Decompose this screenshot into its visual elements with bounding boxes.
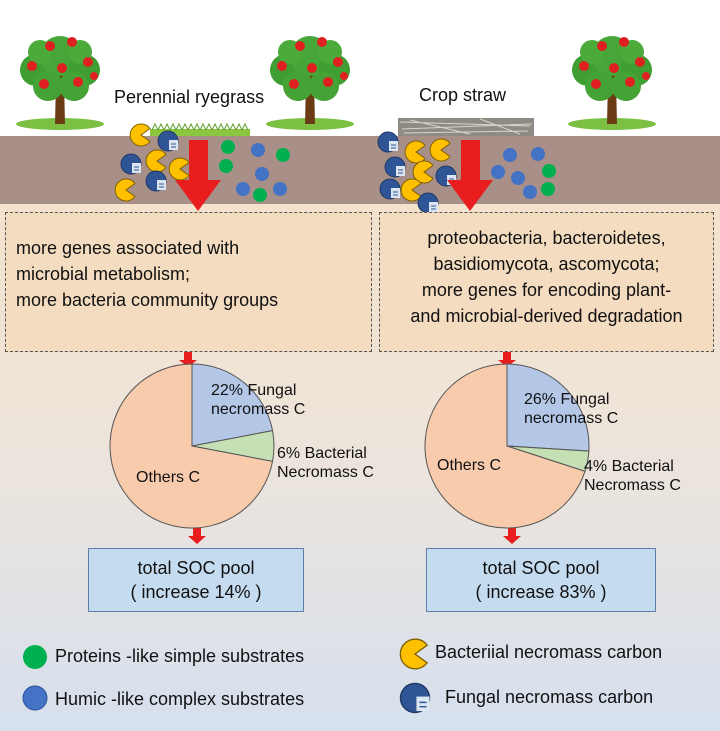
right-others-label: Others C: [437, 457, 502, 474]
fungal-name-text: necromass C: [524, 410, 619, 427]
left-others-label: Others C: [136, 469, 201, 486]
right-topic-label: Crop straw: [419, 85, 507, 105]
pie-slice-fungal: [191, 363, 274, 447]
legend-fungal-label: Fungal necromass carbon: [445, 687, 654, 707]
legend-protein-label: Proteins -like simple substrates: [55, 646, 305, 666]
pie-slice-others: [424, 363, 586, 529]
right-fungal-label: 26% Fungal necromass C: [524, 390, 618, 428]
mechanism-line: and microbial-derived degradation: [410, 306, 683, 326]
bacterial-name-text: Necromass C: [584, 477, 681, 494]
arrow-down-icon: [188, 528, 206, 544]
bacterial-percent-text: 6% Bacterial: [277, 445, 367, 462]
right-mechanism-box: proteobacteria, bacteroidetes, basidiomy…: [379, 212, 714, 352]
pie-slice-others: [109, 363, 274, 529]
mechanism-line: microbial metabolism;: [16, 264, 191, 284]
humic-dot-icon: [22, 685, 48, 711]
mechanism-line: proteobacteria, bacteroidetes,: [427, 228, 666, 248]
left-fungal-label: 22% Fungal necromass C: [211, 381, 305, 419]
right-bacterial-label: 4% Bacterial Necromass C: [584, 457, 681, 495]
left-soc-box: total SOC pool ( increase 14% ): [88, 548, 304, 612]
bacterial-name-text: Necromass C: [277, 464, 374, 481]
legend-bacterial-label: Bacteriial necromass carbon: [435, 642, 663, 662]
input-arrow-left: [175, 140, 221, 211]
fungal-necromass-icon: [399, 682, 431, 714]
arrow-down-icon: [503, 528, 521, 544]
right-soc-box: total SOC pool ( increase 83% ): [426, 548, 656, 612]
legend-humic-label: Humic -like complex substrates: [55, 689, 305, 709]
arrow-down-icon: [498, 352, 516, 367]
fungal-percent-text: 26% Fungal: [524, 391, 610, 408]
substrate-dots-right: [491, 147, 556, 199]
pie-slice-fungal: [506, 363, 590, 452]
left-bacterial-label: 6% Bacterial Necromass C: [277, 444, 374, 482]
substrate-dots-left: [219, 140, 290, 202]
soc-title: total SOC pool: [137, 558, 255, 578]
soc-increase: ( increase 83% ): [475, 582, 607, 602]
fungal-percent-text: 22% Fungal: [211, 382, 297, 399]
mechanism-line: basidiomycota, ascomycota;: [433, 254, 660, 274]
mechanism-line: more genes for encoding plant-: [421, 280, 672, 300]
left-topic-label: Perennial ryegrass: [114, 87, 265, 107]
pie-chart-right: [424, 363, 590, 529]
straw-strip-icon: [398, 118, 534, 136]
left-mechanism-box: more genes associated with microbial met…: [5, 212, 372, 352]
mechanism-line: more genes associated with: [16, 238, 240, 258]
pie-chart-left: [109, 363, 275, 529]
input-arrow-right: [447, 140, 493, 211]
grass-strip-icon: [150, 122, 250, 136]
bacterial-percent-text: 4% Bacterial: [584, 458, 674, 475]
fungal-name-text: necromass C: [211, 401, 306, 418]
soc-increase: ( increase 14% ): [130, 582, 262, 602]
soc-title: total SOC pool: [482, 558, 600, 578]
arrow-down-icon: [179, 352, 197, 367]
mechanism-line: more bacteria community groups: [16, 290, 279, 310]
protein-dot-icon: [23, 645, 47, 669]
